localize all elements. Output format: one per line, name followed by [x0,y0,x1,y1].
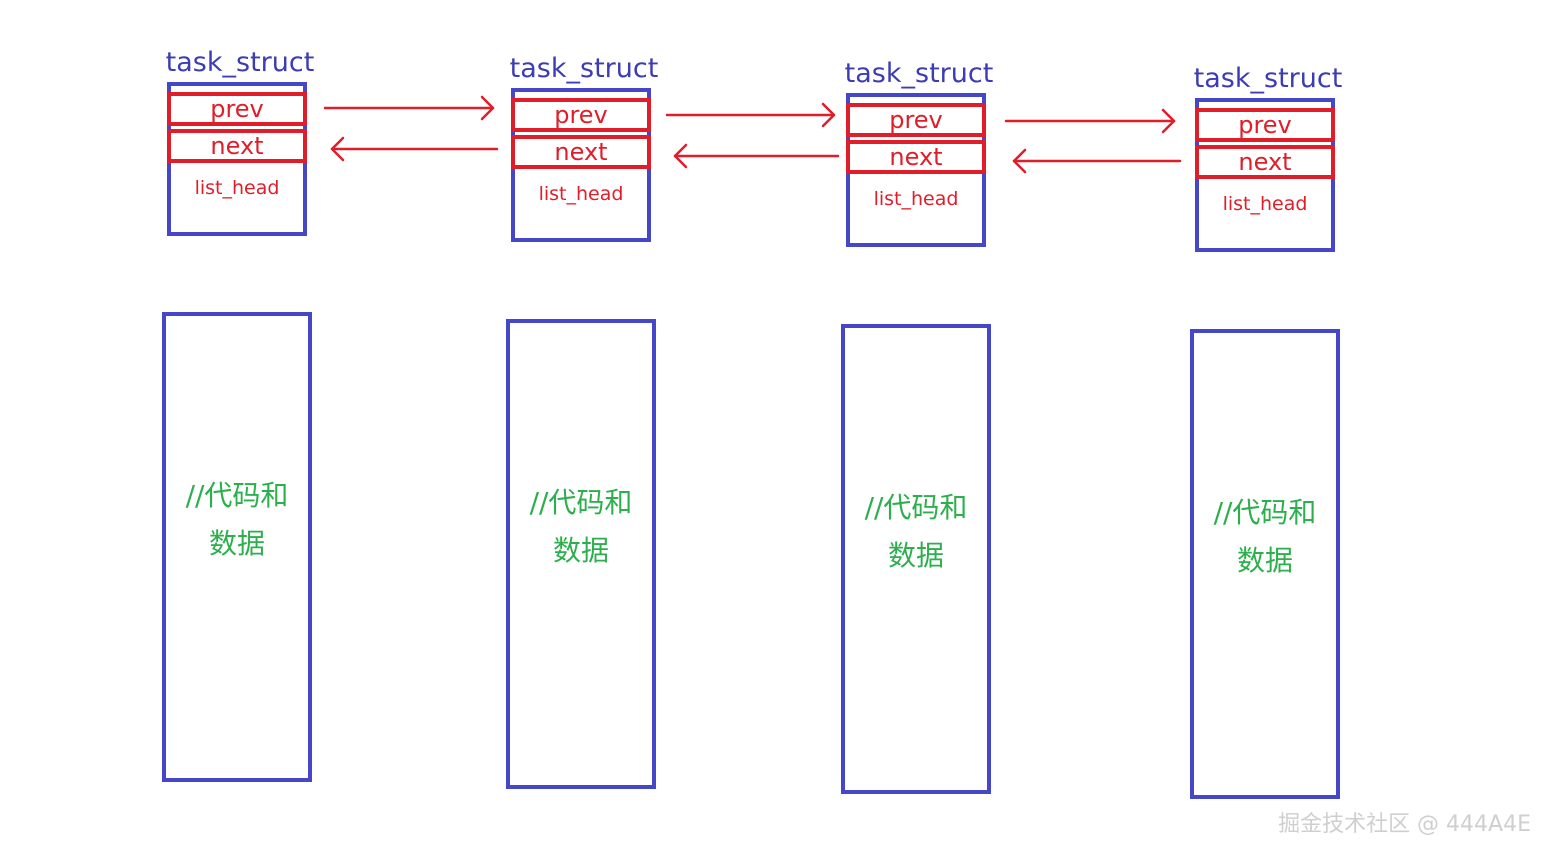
code-data-label: //代码和 数据 [166,472,308,568]
code-data-line1: //代码和 [185,479,289,512]
code-data-line2: 数据 [887,539,944,572]
code-data-box-1: //代码和 数据 [162,312,312,782]
list-head-label: list_head [194,177,280,199]
next-field: next [1195,145,1335,179]
next-field: next [511,135,651,169]
node-title: task_struct [509,53,659,84]
next-field: next [846,140,986,174]
code-data-line1: //代码和 [1213,496,1317,529]
code-data-label: //代码和 数据 [845,484,987,580]
code-data-label: //代码和 数据 [1194,489,1336,585]
code-data-line2: 数据 [1236,544,1293,577]
next-arrow-1-2 [323,95,495,121]
code-data-box-3: //代码和 数据 [841,324,991,794]
list-head-label: list_head [1222,193,1308,215]
prev-arrow-2-1 [330,136,499,162]
list-head-label: list_head [538,183,624,205]
code-data-line1: //代码和 [529,486,633,519]
code-data-line2: 数据 [208,527,265,560]
code-data-box-4: //代码和 数据 [1190,329,1340,799]
node-title: task_struct [165,47,315,78]
code-data-box-2: //代码和 数据 [506,319,656,789]
prev-field: prev [167,92,307,126]
next-arrow-2-3 [665,102,836,128]
code-data-line1: //代码和 [864,491,968,524]
list-head-label: list_head [873,188,959,210]
next-arrow-3-4 [1004,108,1176,134]
watermark: 掘金技术社区 @ 444A4E [1278,812,1531,837]
prev-field: prev [1195,108,1335,142]
prev-field: prev [511,98,651,132]
prev-arrow-3-2 [673,143,840,169]
next-field: next [167,129,307,163]
code-data-label: //代码和 数据 [510,479,652,575]
node-title: task_struct [844,58,994,89]
node-title: task_struct [1193,63,1343,94]
prev-arrow-4-3 [1012,148,1182,174]
prev-field: prev [846,103,986,137]
code-data-line2: 数据 [552,534,609,567]
